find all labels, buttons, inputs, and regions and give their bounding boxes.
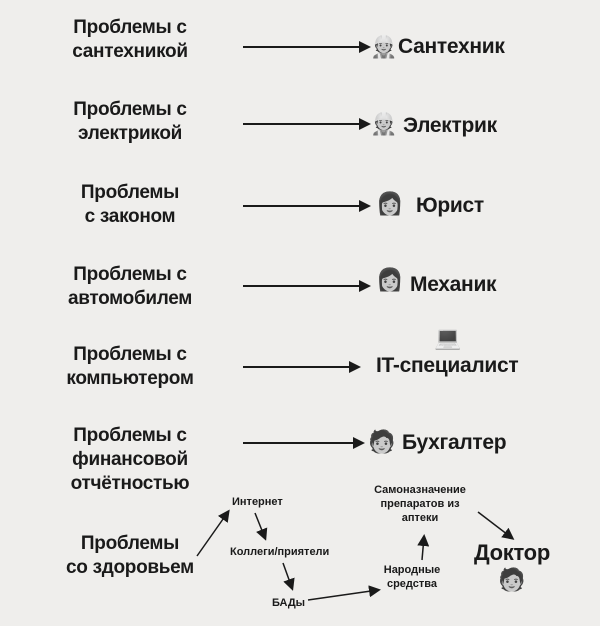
label-line: Народные [383, 564, 441, 576]
arrow [243, 118, 371, 130]
problem-line: Проблемы с [73, 344, 187, 365]
problem-line: со здоровьем [66, 557, 194, 578]
specialist-lawyer: Юрист [416, 194, 484, 217]
arrow-self-prescription-to-doctor [477, 511, 515, 540]
problem-law: Проблемы с законом [50, 181, 210, 229]
label-line: Самоназначение [374, 484, 466, 496]
arrow-folk-to-self-prescription [417, 534, 430, 561]
problem-line: Проблемы с [73, 425, 187, 446]
specialist-mechanic: Механик [410, 273, 497, 296]
specialist-plumber: Сантехник [398, 35, 505, 58]
problem-car: Проблемы с автомобилем [50, 263, 210, 311]
label-folk-remedies: Народные средства [380, 563, 444, 591]
problem-electrics: Проблемы с электрикой [50, 98, 210, 146]
plumber-icon: 👷 [370, 34, 398, 59]
label-line: препаратов из [380, 498, 460, 510]
arrow-colleagues-to-supplements [282, 562, 295, 591]
problem-line: Проблемы [80, 533, 180, 554]
specialist-accountant: Бухгалтер [402, 431, 507, 454]
problem-line: Проблемы с [73, 17, 187, 38]
problem-line: финансовой [72, 449, 188, 470]
electrician-icon: 👷 [370, 111, 398, 136]
problem-plumbing: Проблемы с сантехникой [50, 16, 210, 64]
label-internet: Интернет [232, 496, 283, 508]
arrow-health-to-internet [196, 509, 230, 557]
problem-line: отчётностью [70, 473, 190, 494]
problem-line: электрикой [77, 123, 183, 144]
arrow [243, 41, 371, 53]
problem-health: Проблемы со здоровьем [50, 532, 210, 580]
arrow [243, 200, 371, 212]
arrow [243, 437, 365, 449]
mechanic-icon: 👩 [376, 267, 404, 292]
problem-line: Проблемы с [73, 264, 187, 285]
label-line: средства [386, 578, 438, 590]
specialist-it: IT-специалист [376, 354, 519, 377]
problem-line: Проблемы с [73, 99, 187, 120]
technologist-icon: 💻 [434, 325, 462, 350]
accountant-icon: 🧑 [368, 429, 396, 454]
arrow-internet-to-colleagues [254, 512, 268, 541]
label-colleagues: Коллеги/приятели [230, 546, 330, 558]
arrow [243, 280, 371, 292]
lawyer-icon: 👩 [376, 191, 404, 216]
label-supplements: БАДы [272, 597, 306, 609]
problem-line: компьютером [66, 368, 194, 389]
problem-line: автомобилем [67, 288, 193, 309]
label-self-prescription: Самоназначение препаратов из аптеки [356, 483, 484, 525]
label-line: аптеки [401, 512, 439, 524]
arrow [243, 361, 361, 373]
problem-finance: Проблемы с финансовой отчётностью [50, 424, 210, 496]
specialist-electrician: Электрик [403, 114, 497, 137]
problem-computer: Проблемы с компьютером [50, 343, 210, 391]
problem-line: сантехникой [72, 41, 188, 62]
doctor-icon: 🧑 [498, 567, 526, 592]
problem-line: с законом [84, 206, 176, 227]
problem-line: Проблемы [80, 182, 180, 203]
specialist-doctor: Доктор [474, 540, 550, 565]
arrow-supplements-to-folk [307, 585, 381, 601]
